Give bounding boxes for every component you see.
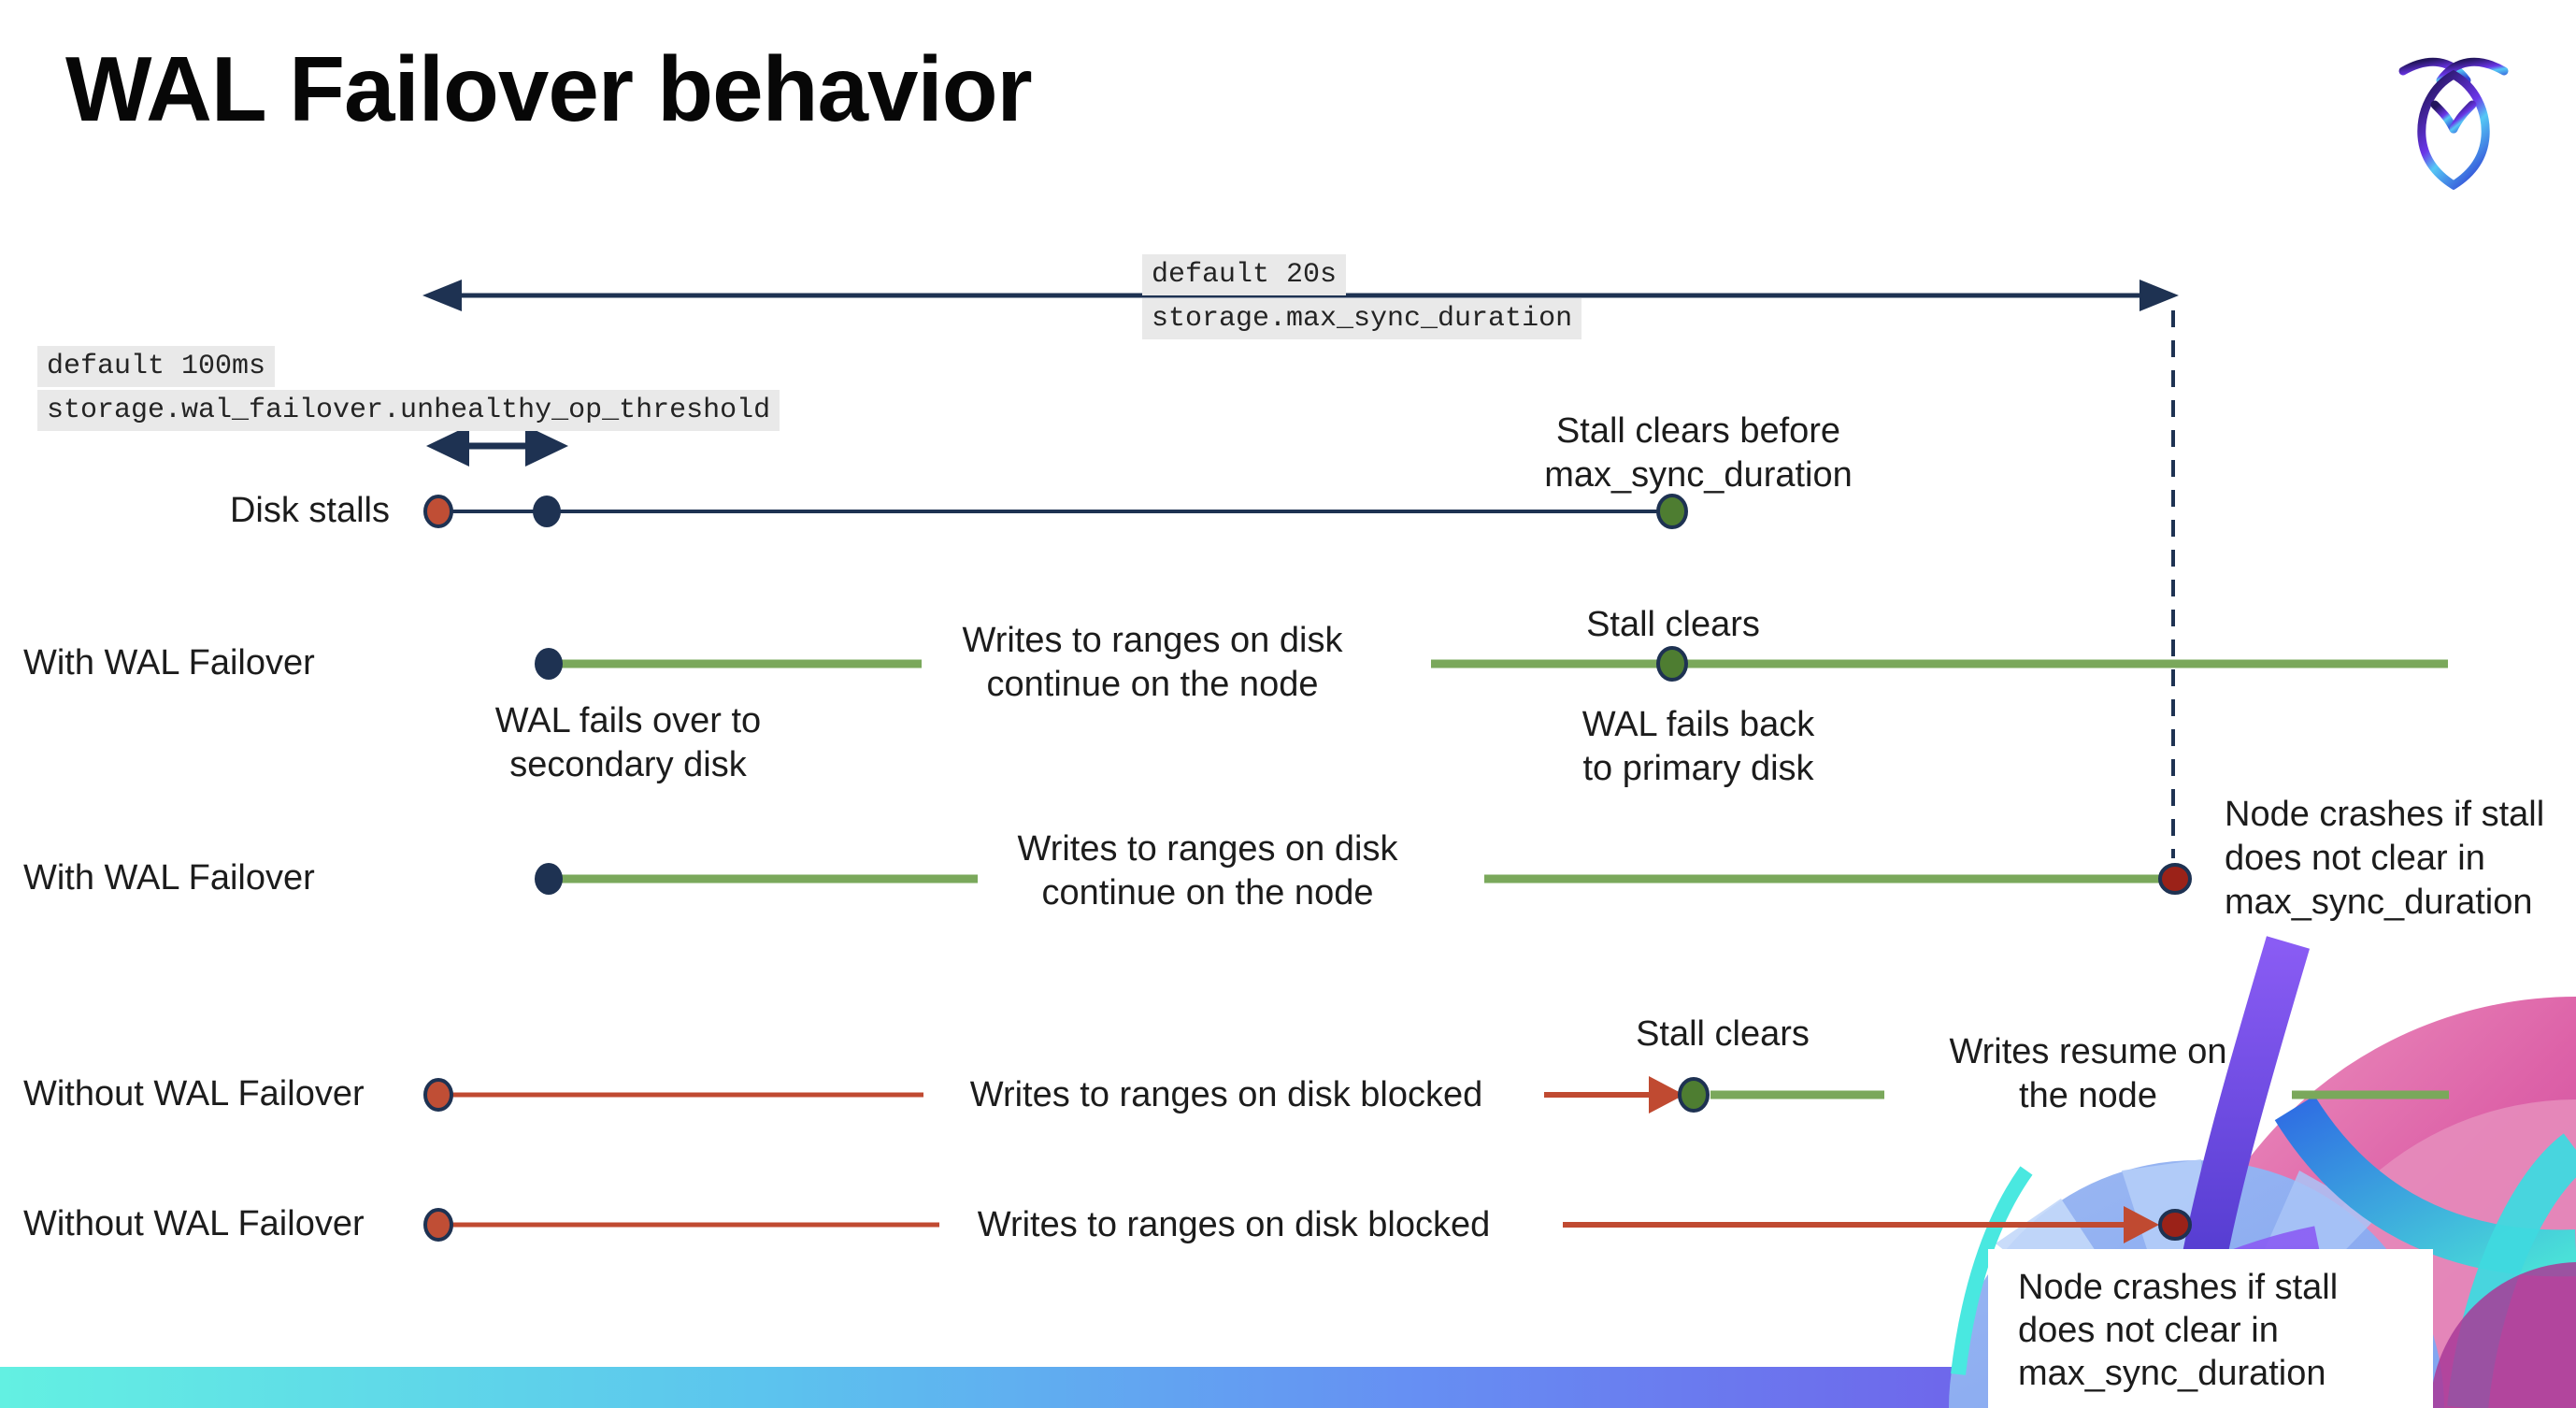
max-sync-default-value: default 20s — [1142, 254, 1347, 295]
page-title: WAL Failover behavior — [65, 37, 1033, 140]
stall-clear-dot-2 — [1656, 646, 1688, 682]
node-crash-note-1: Node crashes if stall does not clear in … — [2225, 795, 2545, 922]
writes-continue-note-1: Writes to ranges on disk continue on the… — [962, 621, 1343, 704]
row-label-disk-stalls: Disk stalls — [229, 491, 390, 530]
writes-continue-note-2: Writes to ranges on disk continue on the… — [1017, 829, 1398, 912]
row-label-without-wal-failover-1: Without WAL Failover — [23, 1074, 365, 1113]
stall-start-dot-3 — [423, 1208, 453, 1242]
cockroach-labs-logo-icon — [2398, 57, 2509, 191]
node-crash-note-2: Node crashes if stall does not clear in … — [2018, 1268, 2339, 1393]
threshold-setting-name: storage.wal_failover.unhealthy_op_thresh… — [37, 390, 780, 431]
node-crash-dot-2 — [2158, 1209, 2192, 1241]
node-crash-callout: Node crashes if stall does not clear in … — [1988, 1249, 2433, 1408]
unhealthy-op-threshold-arrow — [426, 425, 568, 467]
stall-clear-dot-3 — [1678, 1077, 1710, 1113]
threshold-dot-1 — [533, 496, 561, 527]
stall-clears-note-2: Stall clears — [1636, 1014, 1810, 1054]
node-crash-dot-1 — [2158, 863, 2192, 895]
blocked-arrow-1 — [1544, 1076, 1684, 1113]
stall-start-dot-2 — [423, 1078, 453, 1112]
stall-clear-dot-1 — [1656, 494, 1688, 529]
timeline-lines — [422, 280, 2449, 1243]
failover-dot-1 — [535, 648, 563, 680]
failback-note: WAL fails back to primary disk — [1581, 705, 1815, 788]
max-sync-duration-arrow — [422, 280, 2179, 311]
row-label-with-wal-failover-1: With WAL Failover — [23, 643, 315, 682]
max-sync-setting-name: storage.max_sync_duration — [1142, 298, 1582, 339]
stall-clears-note-1: Stall clears — [1586, 605, 1760, 644]
writes-blocked-note-1: Writes to ranges on disk blocked — [969, 1075, 1483, 1114]
row-label-without-wal-failover-2: Without WAL Failover — [23, 1204, 365, 1243]
row-label-with-wal-failover-2: With WAL Failover — [23, 858, 315, 898]
timeline-dots — [423, 494, 2192, 1242]
failover-note: WAL fails over to secondary disk — [494, 701, 762, 784]
failover-dot-2 — [535, 863, 563, 895]
max-sync-duration-setting: default 20s storage.max_sync_duration — [1142, 254, 1582, 342]
blocked-arrow-2 — [1563, 1206, 2159, 1243]
stall-start-dot-1 — [423, 495, 453, 528]
unhealthy-op-threshold-setting: default 100ms storage.wal_failover.unhea… — [37, 346, 780, 434]
writes-blocked-note-2: Writes to ranges on disk blocked — [977, 1205, 1491, 1244]
stall-clears-before-note: Stall clears before max_sync_duration — [1544, 411, 1853, 495]
threshold-default-value: default 100ms — [37, 346, 276, 387]
writes-resume-note: Writes resume on the node — [1949, 1032, 2227, 1115]
